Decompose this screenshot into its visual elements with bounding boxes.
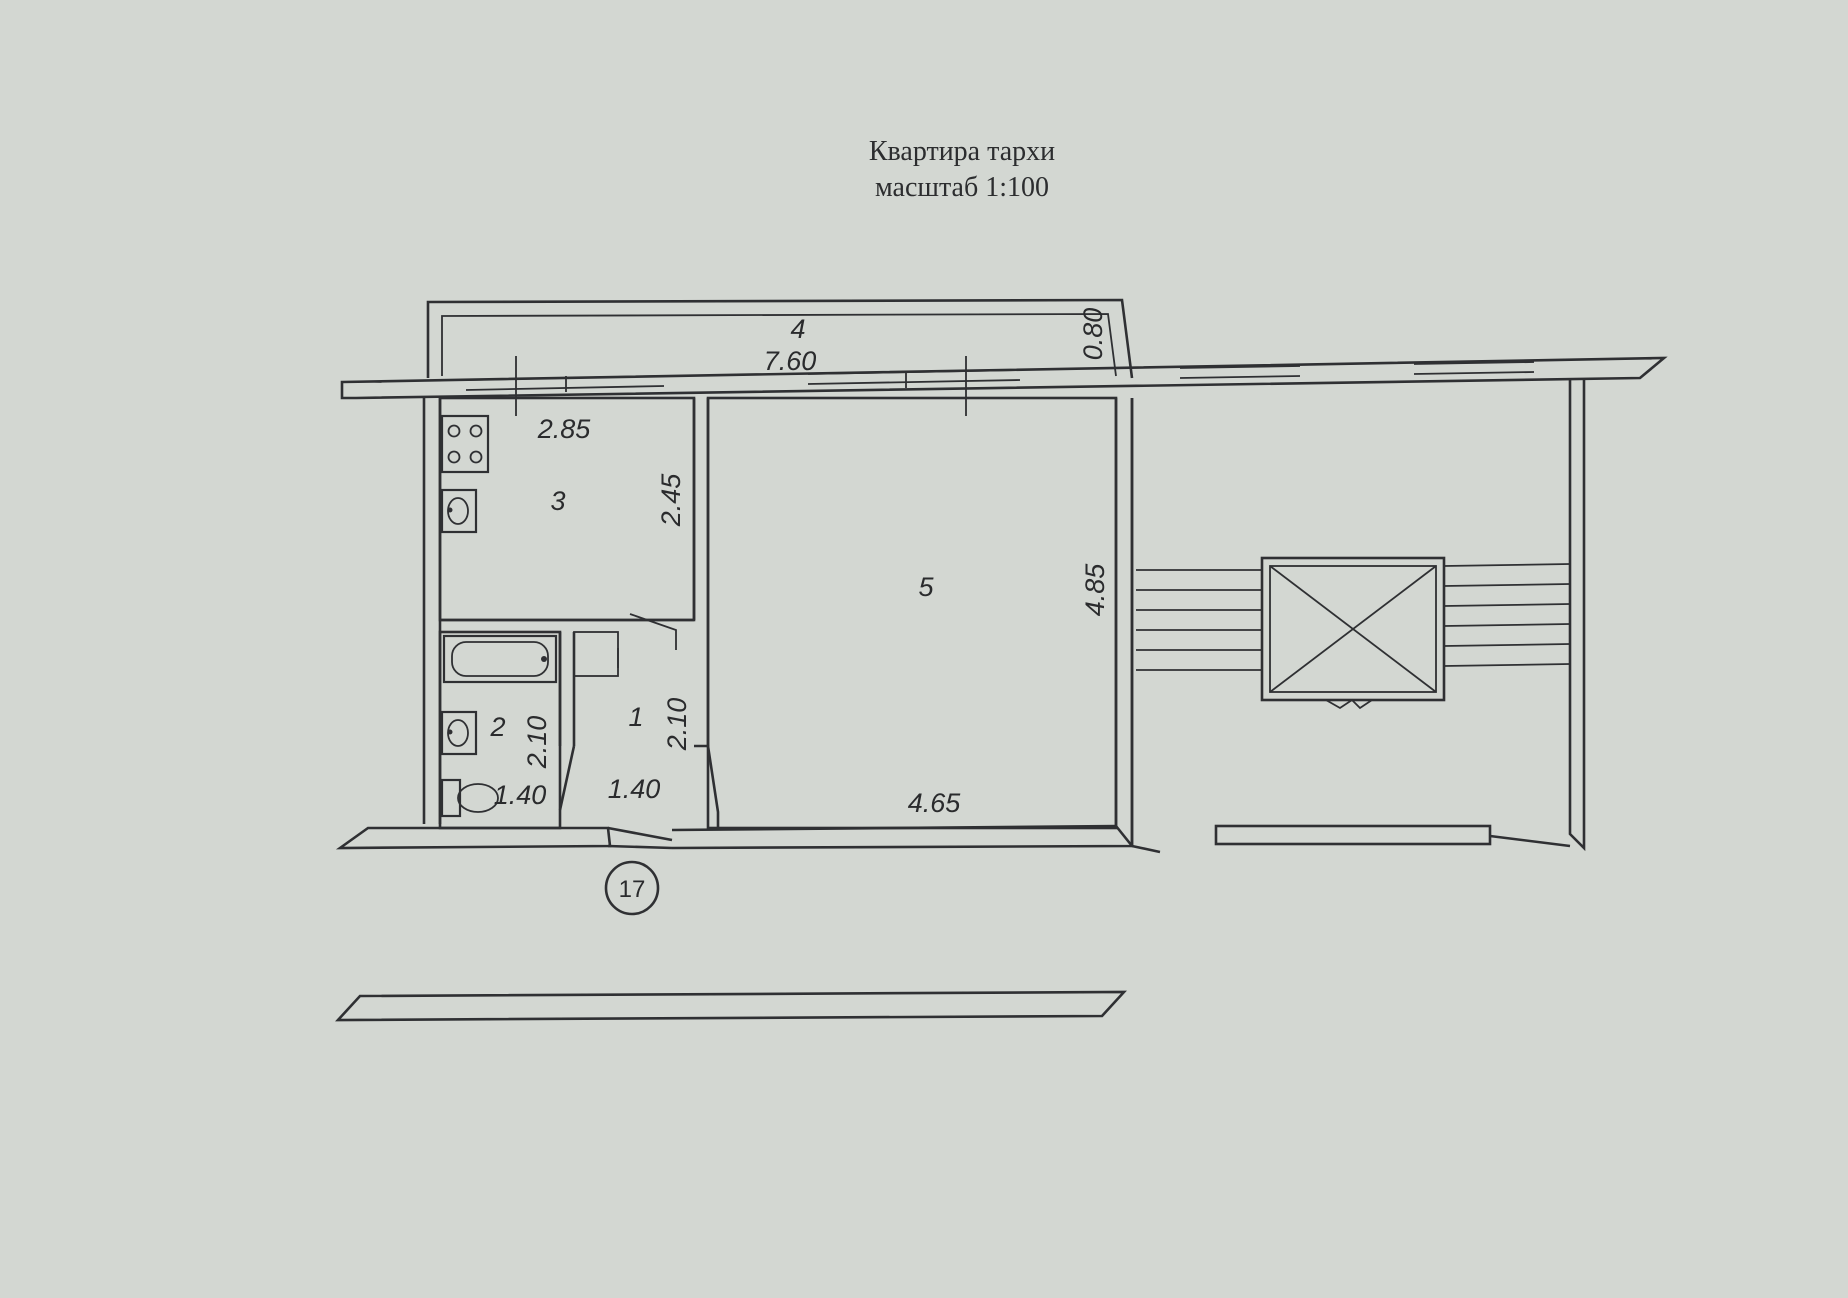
elevator-shaft-icon xyxy=(1260,556,1446,710)
bathroom-width: 1.40 xyxy=(494,780,547,810)
living-room-length: 4.85 xyxy=(1080,563,1110,617)
bathroom-length: 2.10 xyxy=(522,716,552,770)
toilet-icon xyxy=(440,778,499,818)
lower-wall-outline xyxy=(335,990,1127,1022)
sink-icon xyxy=(440,710,478,756)
living-room-width: 4.65 xyxy=(908,788,962,818)
bathtub-icon xyxy=(442,634,558,684)
kitchen-number: 3 xyxy=(550,486,565,516)
kitchen-width: 2.85 xyxy=(537,414,592,444)
kitchen-length: 2.45 xyxy=(656,473,686,528)
apartment-number: 17 xyxy=(619,876,646,903)
plan-scale: масштаб 1:100 xyxy=(875,172,1049,203)
balcony xyxy=(426,298,1134,416)
hall-number: 1 xyxy=(628,702,643,732)
facade-wall-top xyxy=(340,356,1668,400)
plan-title: Квартира тархи xyxy=(869,136,1055,167)
stove-icon xyxy=(440,414,490,474)
sink-icon xyxy=(440,488,478,534)
balcony-number: 4 xyxy=(790,314,805,344)
balcony-length: 7.60 xyxy=(764,346,817,376)
balcony-depth: 0.80 xyxy=(1078,308,1108,361)
bathroom-number: 2 xyxy=(489,712,505,742)
hall-length: 2.10 xyxy=(662,698,692,752)
apartment-marker: 17 xyxy=(604,860,660,916)
living-room-number: 5 xyxy=(918,572,934,602)
stairwell xyxy=(1130,380,1586,854)
hall-width: 1.40 xyxy=(608,774,661,804)
